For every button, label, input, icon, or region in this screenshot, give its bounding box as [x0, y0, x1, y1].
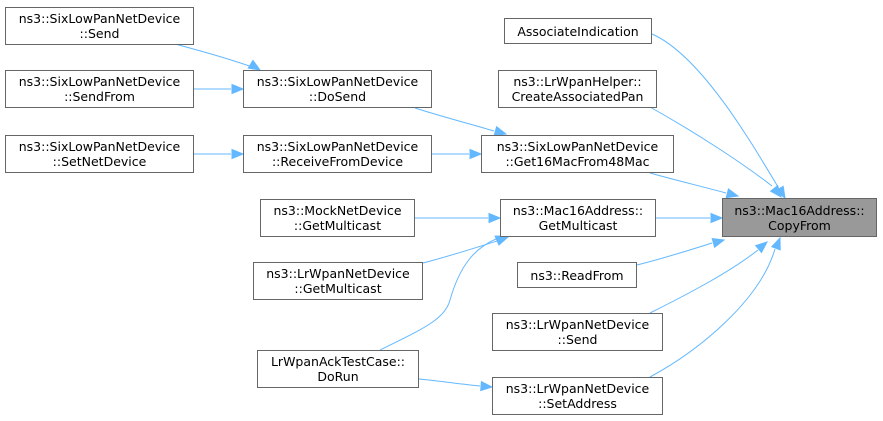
node-label-line: ::Get16MacFrom48Mac: [505, 154, 650, 169]
edge-n_setaddress-to-n_copyfrom: [649, 248, 776, 378]
node-label-line: ::Send: [557, 332, 598, 347]
node-lrwpanhelper-createassociatedpan[interactable]: ns3::LrWpanHelper:: CreateAssociatedPan: [498, 70, 657, 108]
node-label-line: ns3::LrWpanHelper::: [513, 74, 642, 89]
node-sixlowpan-dosend[interactable]: ns3::SixLowPanNetDevice ::DoSend: [243, 70, 432, 108]
node-label-line: ns3::SixLowPanNetDevice: [18, 11, 181, 26]
edge-n_readfrom-to-n_copyfrom: [636, 242, 713, 266]
edge-arrowhead: [480, 380, 494, 392]
node-label-line: ::Send: [79, 26, 120, 41]
node-label-line: GetMulticast: [538, 218, 618, 233]
node-label-line: ns3::SixLowPanNetDevice: [256, 139, 419, 154]
edge-arrowhead: [769, 184, 782, 199]
node-label-line: ns3::SixLowPanNetDevice: [496, 139, 659, 154]
edge-arrowhead: [231, 83, 245, 95]
node-sixlowpan-setnetdevice[interactable]: ns3::SixLowPanNetDevice ::SetNetDevice: [5, 135, 194, 173]
edge-arrowhead: [488, 212, 502, 224]
edge-arrowhead: [725, 188, 740, 199]
edge-n_get16mac-to-n_copyfrom: [649, 172, 727, 194]
node-label-line: CreateAssociatedPan: [511, 89, 644, 104]
node-label-line: ::ReceiveFromDevice: [271, 154, 404, 169]
node-mac16address-getmulticast[interactable]: ns3::Mac16Address:: GetMulticast: [500, 199, 656, 237]
node-mocknetdevice-getmulticast[interactable]: ns3::MockNetDevice ::GetMulticast: [260, 199, 415, 237]
node-label-line: AssociateIndication: [517, 23, 639, 39]
node-label-line: DoRun: [317, 369, 359, 384]
node-readfrom[interactable]: ns3::ReadFrom: [517, 262, 637, 288]
node-label-line: ns3::ReadFrom: [530, 267, 624, 283]
edge-arrowhead: [469, 148, 483, 160]
node-sixlowpan-sendfrom[interactable]: ns3::SixLowPanNetDevice ::SendFrom: [5, 70, 194, 108]
node-label-line: ns3::MockNetDevice: [273, 203, 402, 218]
edge-n_lrwpan_send-to-n_copyfrom: [649, 249, 759, 314]
edge-arrowhead: [754, 241, 769, 254]
node-label-line: ns3::SixLowPanNetDevice: [18, 74, 181, 89]
node-label-line: ns3::LrWpanNetDevice: [266, 266, 410, 281]
edge-arrowhead: [710, 212, 724, 224]
edge-n_send_sixlow-to-n_dosend: [174, 43, 261, 71]
node-lrwpannetdevice-getmulticast[interactable]: ns3::LrWpanNetDevice ::GetMulticast: [253, 262, 423, 300]
node-label-line: ns3::LrWpanNetDevice: [505, 381, 650, 396]
edge-n_associate-to-n_copyfrom: [651, 33, 779, 188]
edge-arrowhead: [770, 236, 781, 251]
node-lrwpanacktestcase-dorun[interactable]: LrWpanAckTestCase:: DoRun: [257, 350, 419, 388]
node-lrwpannetdevice-setaddress[interactable]: ns3::LrWpanNetDevice ::SetAddress: [492, 377, 663, 415]
edge-n_lrwpan_getmulticast-to-n_mac16_getmulticast: [422, 240, 498, 264]
edge-n_dosend-to-n_get16mac: [414, 107, 495, 132]
edge-n_createpan-to-n_copyfrom: [649, 106, 773, 187]
edge-arrowhead: [493, 125, 508, 136]
node-associateindication[interactable]: AssociateIndication: [504, 18, 652, 44]
node-lrwpannetdevice-send[interactable]: ns3::LrWpanNetDevice ::Send: [492, 313, 663, 351]
node-sixlowpan-get16macfrom48mac[interactable]: ns3::SixLowPanNetDevice ::Get16MacFrom48…: [481, 135, 674, 173]
node-label-line: ::SetAddress: [538, 396, 617, 411]
node-label-line: ::GetMulticast: [294, 281, 382, 296]
node-label-line: LrWpanAckTestCase::: [270, 354, 406, 369]
edge-n_doRun-to-n_mac16_getmulticast: [379, 238, 497, 351]
edge-arrowhead: [247, 59, 262, 71]
node-label-line: ns3::LrWpanNetDevice: [505, 317, 650, 332]
node-label-line: ::DoSend: [308, 89, 367, 104]
node-label-line: ns3::Mac16Address::: [734, 202, 865, 218]
node-label-line: CopyFrom: [768, 217, 831, 233]
edge-n_doRun-to-n_setaddress: [418, 378, 481, 387]
node-label-line: ns3::SixLowPanNetDevice: [256, 74, 419, 89]
node-sixlowpan-receivefromdevice[interactable]: ns3::SixLowPanNetDevice ::ReceiveFromDev…: [243, 135, 432, 173]
node-label-line: ::SetNetDevice: [52, 154, 147, 169]
node-label-line: ::SendFrom: [64, 89, 135, 104]
node-label-line: ::GetMulticast: [293, 218, 382, 233]
node-label-line: ns3::Mac16Address::: [512, 203, 644, 218]
edge-arrowhead: [231, 148, 245, 160]
node-sixlowpan-send[interactable]: ns3::SixLowPanNetDevice ::Send: [5, 7, 194, 45]
node-label-line: ns3::SixLowPanNetDevice: [18, 139, 181, 154]
node-mac16address-copyfrom: ns3::Mac16Address:: CopyFrom: [722, 198, 877, 237]
edge-arrowhead: [711, 238, 726, 249]
